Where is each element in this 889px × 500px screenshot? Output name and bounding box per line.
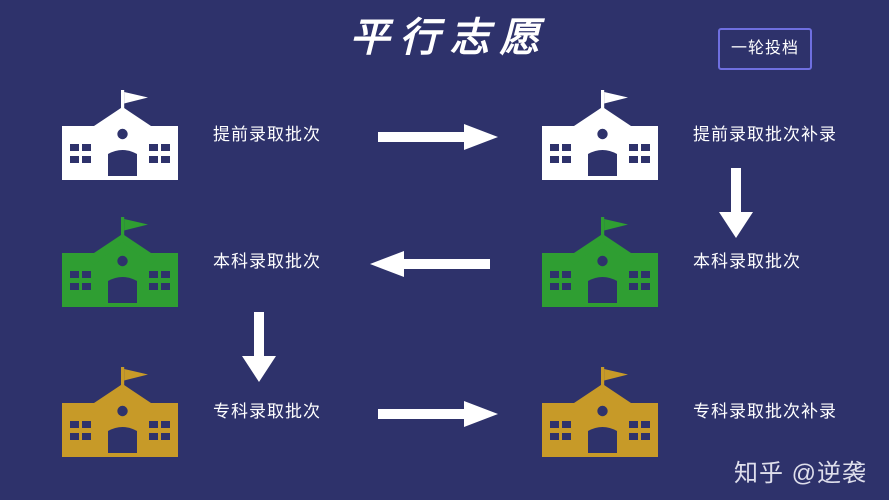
arrow-right-row-3 [378, 401, 498, 427]
status-badge-round: 一轮投档 [718, 28, 812, 70]
arrow-down-right-column [719, 168, 753, 238]
school-building-icon-gold [60, 365, 180, 461]
school-building-icon-white [60, 88, 180, 184]
page-title: 平行志愿 [349, 15, 550, 60]
flow-label-left-2: 本科录取批次 [213, 252, 321, 271]
flow-row-2: 本科录取批次 [0, 215, 889, 315]
flow-row-1: 提前录取批次 [0, 88, 889, 188]
watermark: 知乎 @逆袭 [733, 460, 867, 487]
school-building-icon-white-right [540, 88, 660, 184]
arrow-left-row-2 [370, 251, 490, 277]
arrow-down-left-column [242, 312, 276, 382]
school-building-icon-gold-right [540, 365, 660, 461]
school-building-icon-green [60, 215, 180, 311]
flow-label-right-3: 专科录取批次补录 [693, 402, 837, 421]
flow-label-left-3: 专科录取批次 [213, 402, 321, 421]
arrow-right-row-1 [378, 124, 498, 150]
flow-label-left-1: 提前录取批次 [213, 125, 321, 144]
school-building-icon-green-right [540, 215, 660, 311]
flow-label-right-1: 提前录取批次补录 [693, 125, 837, 144]
flow-row-3: 专科录取批次 [0, 365, 889, 465]
flow-label-right-2: 本科录取批次 [693, 252, 801, 271]
